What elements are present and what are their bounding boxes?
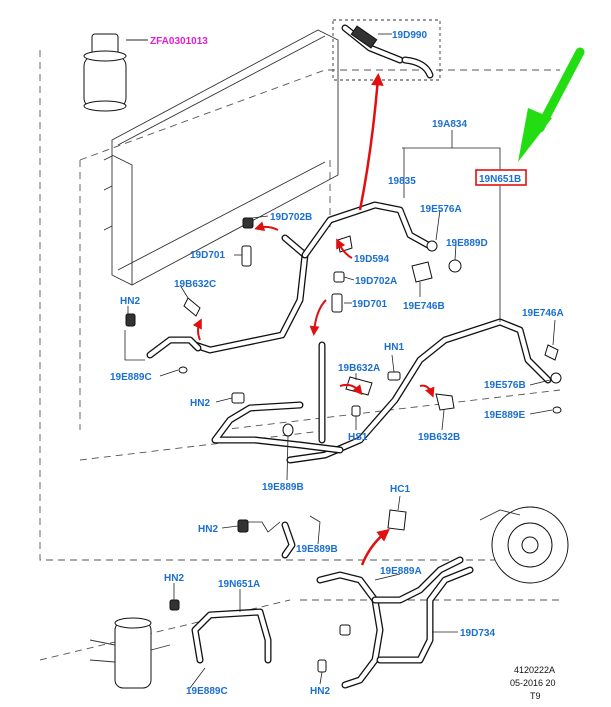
part-labels: ZFA0301013 19D990 19A834 19N651B 19835 1… (110, 30, 564, 697)
label-hn2-a: HN2 (120, 296, 140, 307)
footer-date: 05-2016 20 (510, 678, 556, 688)
mid-fittings (241, 217, 462, 417)
condenser-panel (103, 29, 339, 286)
label-19e889c-a: 19E889C (110, 372, 152, 383)
label-19e576a: 19E576A (420, 204, 462, 215)
label-19d990: 19D990 (392, 30, 427, 41)
label-hc1: HC1 (390, 484, 410, 495)
label-19n651b-top: 19N651B (479, 174, 521, 185)
receiver-drier-bottle (83, 33, 148, 112)
label-19e889b-a: 19E889B (262, 482, 304, 493)
label-19e889d: 19E889D (446, 238, 488, 249)
label-19e746b: 19E746B (403, 301, 445, 312)
label-hs1: HS1 (348, 432, 368, 443)
accumulator-bottle (89, 617, 171, 689)
compressor (479, 506, 569, 584)
label-19e576b: 19E576B (484, 380, 526, 391)
label-19d594: 19D594 (354, 254, 389, 265)
label-19d701-a: 19D701 (190, 250, 225, 261)
label-19b632c: 19B632C (174, 279, 216, 290)
label-19d702b: 19D702B (270, 212, 312, 223)
label-zfa0301013: ZFA0301013 (150, 36, 208, 47)
discharge-hose-right (286, 318, 562, 464)
highlight-box-19n651b (475, 169, 527, 186)
pressure-sensor-inset (332, 19, 441, 81)
upper-suction-hose (191, 201, 438, 354)
label-19d701-b: 19D701 (352, 299, 387, 310)
footer-page: T9 (530, 691, 541, 701)
label-hn2-c: HN2 (198, 524, 218, 535)
footer-code: 4120222A (514, 665, 555, 675)
label-19a834: 19A834 (432, 119, 467, 130)
label-19n651a: 19N651A (218, 579, 260, 590)
leader-lines (124, 33, 556, 689)
dashed-frames (39, 50, 561, 661)
red-direction-arrows (192, 73, 435, 566)
label-hn2-d: HN2 (164, 573, 184, 584)
left-hose-section (125, 297, 202, 374)
label-19835: 19835 (388, 176, 416, 187)
middle-liquid-line (211, 341, 344, 454)
label-hn1: HN1 (384, 342, 404, 353)
lower-hoses (169, 509, 474, 689)
label-hn2-b: HN2 (190, 398, 210, 409)
label-19d734: 19D734 (460, 628, 495, 639)
label-hn2-e: HN2 (310, 686, 330, 697)
green-pointer-arrow (518, 47, 585, 162)
label-19b632a: 19B632A (338, 363, 380, 374)
label-19e889a: 19E889A (380, 566, 422, 577)
label-19d702a: 19D702A (355, 276, 397, 287)
footer-reference: 4120222A 05-2016 20 T9 (510, 665, 556, 701)
label-19e889c-b: 19E889C (186, 686, 228, 697)
label-19e746a: 19E746A (522, 308, 564, 319)
label-19e889b-b: 19E889B (296, 544, 338, 555)
label-19b632b: 19B632B (418, 432, 460, 443)
label-19e889e: 19E889E (484, 410, 525, 421)
